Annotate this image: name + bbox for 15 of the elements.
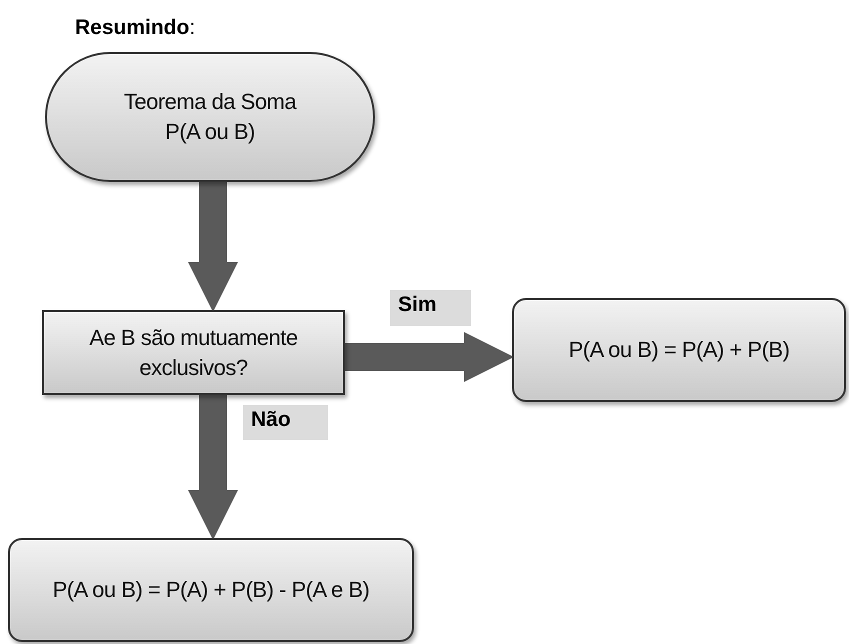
title: Resumindo: (75, 16, 196, 40)
node-text: P(A ou B) (165, 118, 255, 146)
terminal-pill (45, 52, 375, 182)
edge-label: Sim (390, 290, 471, 326)
result-box (8, 538, 414, 642)
block-arrow (188, 182, 238, 312)
result-box (512, 298, 846, 402)
block-arrow (345, 332, 514, 382)
node-text: P(A ou B) = P(A) + P(B) (568, 336, 790, 364)
node-text: P(A ou B) = P(A) + P(B) - P(A e B) (52, 576, 370, 604)
edge-label: Não (243, 405, 328, 440)
node-text: Ae B são mutuamente exclusivos? (88, 324, 299, 382)
block-arrow (188, 395, 238, 540)
decision-box (42, 310, 345, 395)
node-text: Teorema da Soma (124, 88, 296, 116)
